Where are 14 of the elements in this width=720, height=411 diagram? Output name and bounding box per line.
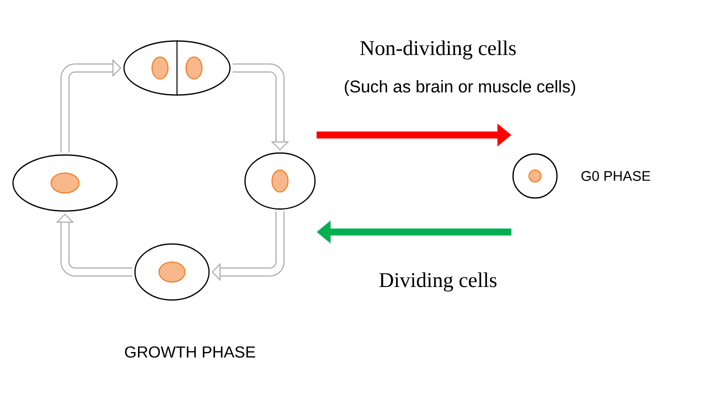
edge-label: Dividing cells — [379, 272, 496, 292]
arrow — [212, 212, 284, 282]
arrow — [56, 214, 132, 276]
phase-label: G0 PHASE — [582, 171, 650, 181]
cell-drawing — [12, 154, 118, 212]
cell-drawing — [123, 40, 231, 96]
arrow — [232, 63, 290, 150]
arrow — [60, 58, 122, 152]
edge-label: Non-dividing cells — [360, 40, 516, 60]
cell-drawing — [244, 152, 316, 210]
cell-drawing — [134, 243, 210, 301]
cell-drawing — [512, 153, 558, 199]
text-label: (Such as brain or muscle cells) — [344, 80, 576, 96]
text-label: GROWTH PHASE — [125, 346, 256, 358]
